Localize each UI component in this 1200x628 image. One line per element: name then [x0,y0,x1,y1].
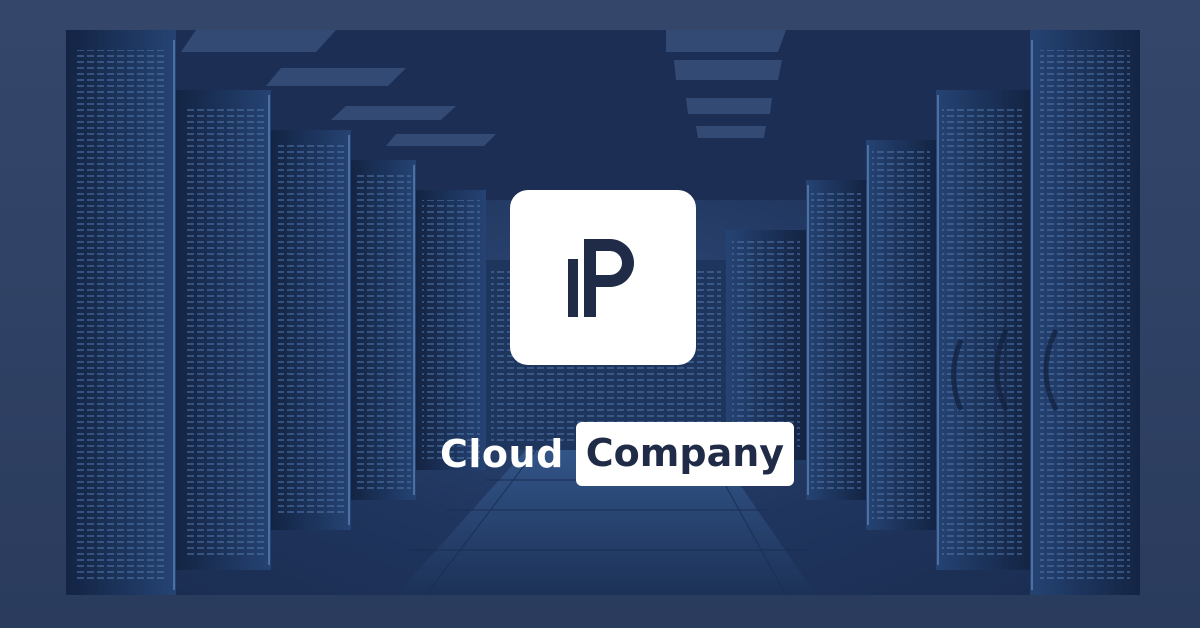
brand-word-cloud: Cloud [440,432,564,476]
server-racks-illustration [66,30,1140,595]
logo-card [510,190,696,365]
p-letter-logo-icon [568,238,634,317]
brand-word-company: Company [575,422,795,486]
brand-name: Cloud Company [440,420,795,488]
